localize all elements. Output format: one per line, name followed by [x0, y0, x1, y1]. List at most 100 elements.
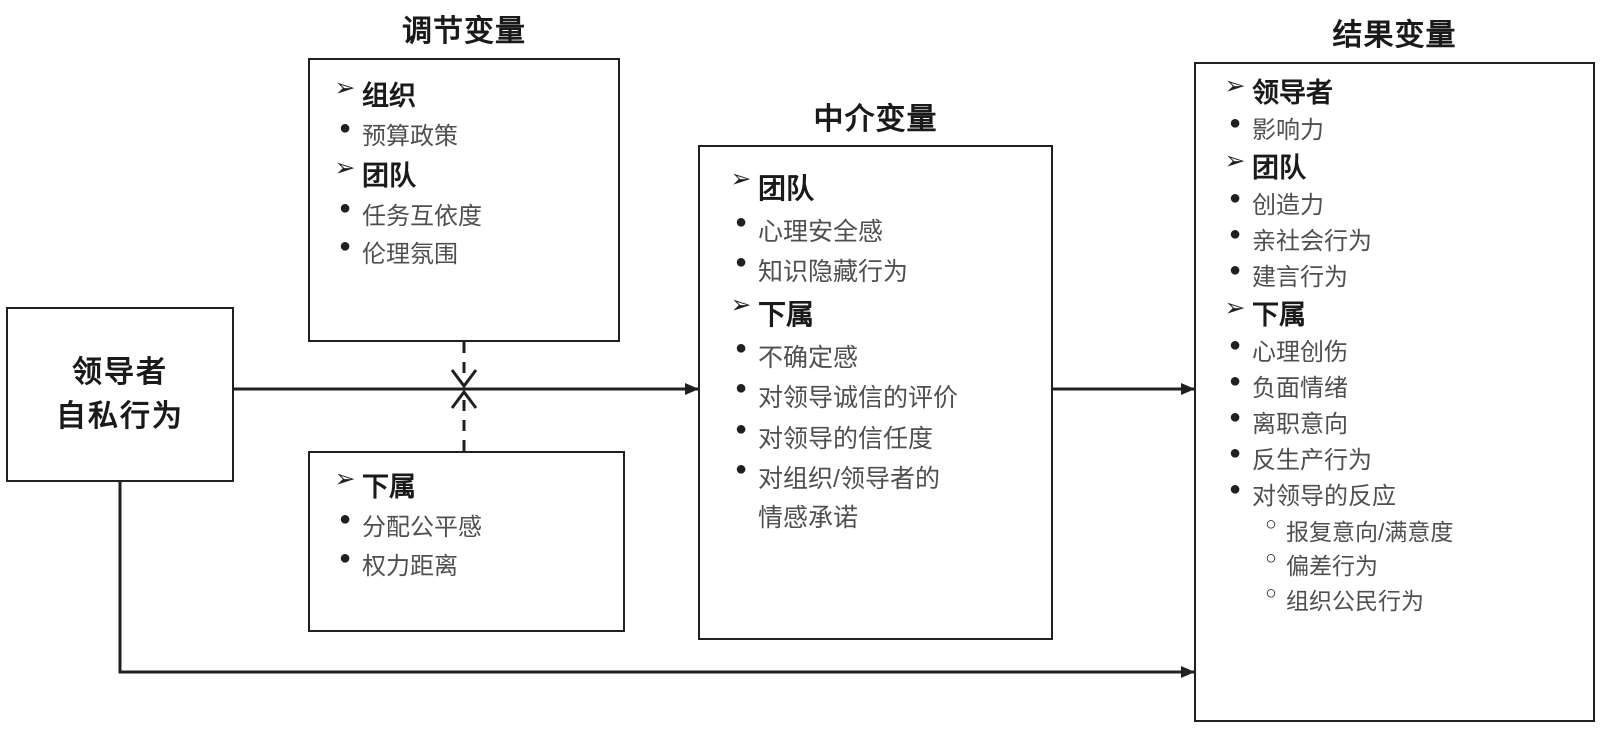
list-item: ● 对领导的信任度 [724, 417, 1051, 460]
list-item-label: 知识隐藏行为 [758, 258, 909, 287]
list-item-continuation: 情感承诺 [724, 500, 1051, 538]
outcome-list: ➢领导者●影响力➢团队●创造力●亲社会行为●建言行为➢下属●心理创伤●负面情绪●… [1196, 74, 1593, 618]
arrowhead-bullet-icon: ➢ [730, 290, 752, 319]
list-item-label: 团队 [758, 173, 815, 204]
list-item-label: 报复意向/满意度 [1286, 518, 1454, 545]
hollow-circle-bullet-icon: ○ [1265, 548, 1277, 570]
list-item: ● 知识隐藏行为 [724, 252, 1051, 293]
title-mediator: 中介变量 [813, 103, 938, 136]
filled-circle-bullet-icon: ● [338, 507, 352, 530]
list-group-header: ➢团队 [1218, 148, 1593, 188]
filled-circle-bullet-icon: ● [338, 235, 352, 258]
list-item-label: 下属 [1252, 299, 1306, 330]
mediator-variables-box[interactable]: ➢团队●心理安全感●知识隐藏行为➢下属●不确定感●对领导诚信的评价●对领导的信任… [698, 145, 1053, 640]
source-construct-box[interactable]: 领导者 自私行为 [6, 307, 234, 482]
list-item: ● 不确定感 [724, 336, 1051, 379]
list-item: ●心理创伤 [1218, 334, 1593, 371]
list-item-label: 反生产行为 [1252, 446, 1372, 474]
filled-circle-bullet-icon: ● [734, 251, 748, 274]
list-item-label: 对组织/领导者的 [758, 465, 940, 494]
list-group-header: ➢领导者 [1218, 74, 1593, 113]
list-item: ● 伦理氛围 [328, 236, 618, 274]
list-item-label: 团队 [1252, 152, 1306, 183]
list-item: ●亲社会行为 [1218, 223, 1593, 260]
list-item-label: 领导者 [1252, 78, 1333, 108]
list-item: ● 离职意向 [1218, 405, 1593, 443]
list-item-label: 组织公民行为 [1286, 587, 1424, 614]
list-item-label: 情感承诺 [758, 503, 859, 532]
arrowhead-bullet-icon: ➢ [1224, 293, 1246, 322]
list-item: ●任务互依度 [328, 198, 618, 236]
list-item: ●权力距离 [328, 546, 623, 587]
moderator-bottom-list: ➢下属●分配公平感●权力距离 [310, 467, 623, 587]
filled-circle-bullet-icon: ● [338, 546, 352, 569]
list-item: ● 心理安全感 [724, 210, 1051, 253]
list-item: ● 创造力 [1218, 186, 1593, 224]
list-item-label: 组织 [362, 81, 416, 111]
list-item-label: 建言行为 [1252, 263, 1348, 291]
list-item: ●分配公平感 [328, 507, 623, 548]
filled-circle-bullet-icon: ● [338, 116, 352, 139]
list-subitem: ○ 组织公民行为 [1218, 582, 1593, 619]
list-item: ●对领导的反应 [1218, 478, 1593, 515]
list-item: ● 影响力 [1218, 111, 1593, 149]
list-item: ●负面情绪 [1218, 370, 1593, 407]
list-item-label: 离职意向 [1252, 410, 1348, 438]
list-item-label: 下属 [758, 298, 815, 330]
list-item-label: 亲社会行为 [1252, 227, 1372, 255]
filled-circle-bullet-icon: ● [1228, 186, 1242, 209]
list-item-label: 伦理氛围 [362, 241, 458, 269]
hollow-circle-bullet-icon: ○ [1265, 513, 1277, 535]
arrowhead-bullet-icon: ➢ [1224, 72, 1246, 100]
arrowhead-bullet-icon: ➢ [334, 74, 356, 102]
list-group-header: ➢组织 [328, 76, 618, 118]
title-outcome: 结果变量 [1332, 19, 1457, 52]
hollow-circle-bullet-icon: ○ [1265, 582, 1277, 604]
outcome-variables-box[interactable]: ➢领导者●影响力➢团队●创造力●亲社会行为●建言行为➢下属●心理创伤●负面情绪●… [1194, 62, 1595, 722]
arrow-moderator-top [450, 342, 478, 389]
filled-circle-bullet-icon: ● [734, 417, 748, 440]
arrow-source-to-outcome-direct [118, 482, 1195, 678]
moderator-subordinate-box[interactable]: ➢下属●分配公平感●权力距离 [308, 451, 625, 632]
arrow-moderator-bottom [450, 389, 478, 451]
list-item-label: 不确定感 [758, 343, 859, 372]
list-item-label: 对领导诚信的评价 [758, 384, 959, 413]
list-item: ● 预算政策 [328, 116, 618, 156]
list-item-label: 心理安全感 [758, 217, 884, 246]
list-group-header: ➢下属 [328, 467, 623, 509]
list-item-label: 预算政策 [362, 122, 458, 150]
list-item: ● 建言行为 [1218, 258, 1593, 296]
list-group-header: ➢团队 [328, 156, 618, 198]
filled-circle-bullet-icon: ● [734, 458, 748, 481]
list-item: ●反生产行为 [1218, 442, 1593, 479]
list-item-label: 偏差行为 [1286, 553, 1378, 580]
list-item-label: 对领导的反应 [1252, 482, 1396, 510]
list-group-header: ➢下属 [724, 290, 1051, 338]
filled-circle-bullet-icon: ● [1228, 111, 1242, 134]
list-group-header: ➢下属 [1218, 293, 1593, 335]
list-item-label: 对领导的信任度 [758, 424, 934, 453]
list-item-label: 创造力 [1252, 191, 1324, 219]
title-moderator: 调节变量 [402, 15, 526, 48]
list-item: ● 对领导诚信的评价 [724, 378, 1051, 419]
arrowhead-bullet-icon: ➢ [730, 165, 752, 193]
filled-circle-bullet-icon: ● [1228, 405, 1242, 428]
filled-circle-bullet-icon: ● [734, 377, 748, 400]
filled-circle-bullet-icon: ● [734, 336, 748, 359]
list-item-label: 团队 [362, 161, 416, 192]
filled-circle-bullet-icon: ● [1228, 258, 1242, 281]
list-group-header: ➢团队 [724, 167, 1051, 212]
list-item-label: 下属 [362, 472, 416, 502]
source-line-2: 自私行为 [56, 399, 184, 433]
arrowhead-bullet-icon: ➢ [334, 154, 356, 183]
moderator-organization-team-box[interactable]: ➢组织●预算政策➢团队●任务互依度●伦理氛围 [308, 58, 620, 342]
list-subitem: ○ 报复意向/满意度 [1218, 513, 1593, 550]
source-line-1: 领导者 [72, 356, 168, 389]
mediator-list: ➢团队●心理安全感●知识隐藏行为➢下属●不确定感●对领导诚信的评价●对领导的信任… [700, 167, 1051, 537]
list-item: ● 对组织/领导者的 [724, 459, 1051, 500]
list-item-label: 影响力 [1252, 116, 1324, 144]
filled-circle-bullet-icon: ● [734, 210, 748, 233]
list-item-label: 心理创伤 [1252, 338, 1348, 366]
